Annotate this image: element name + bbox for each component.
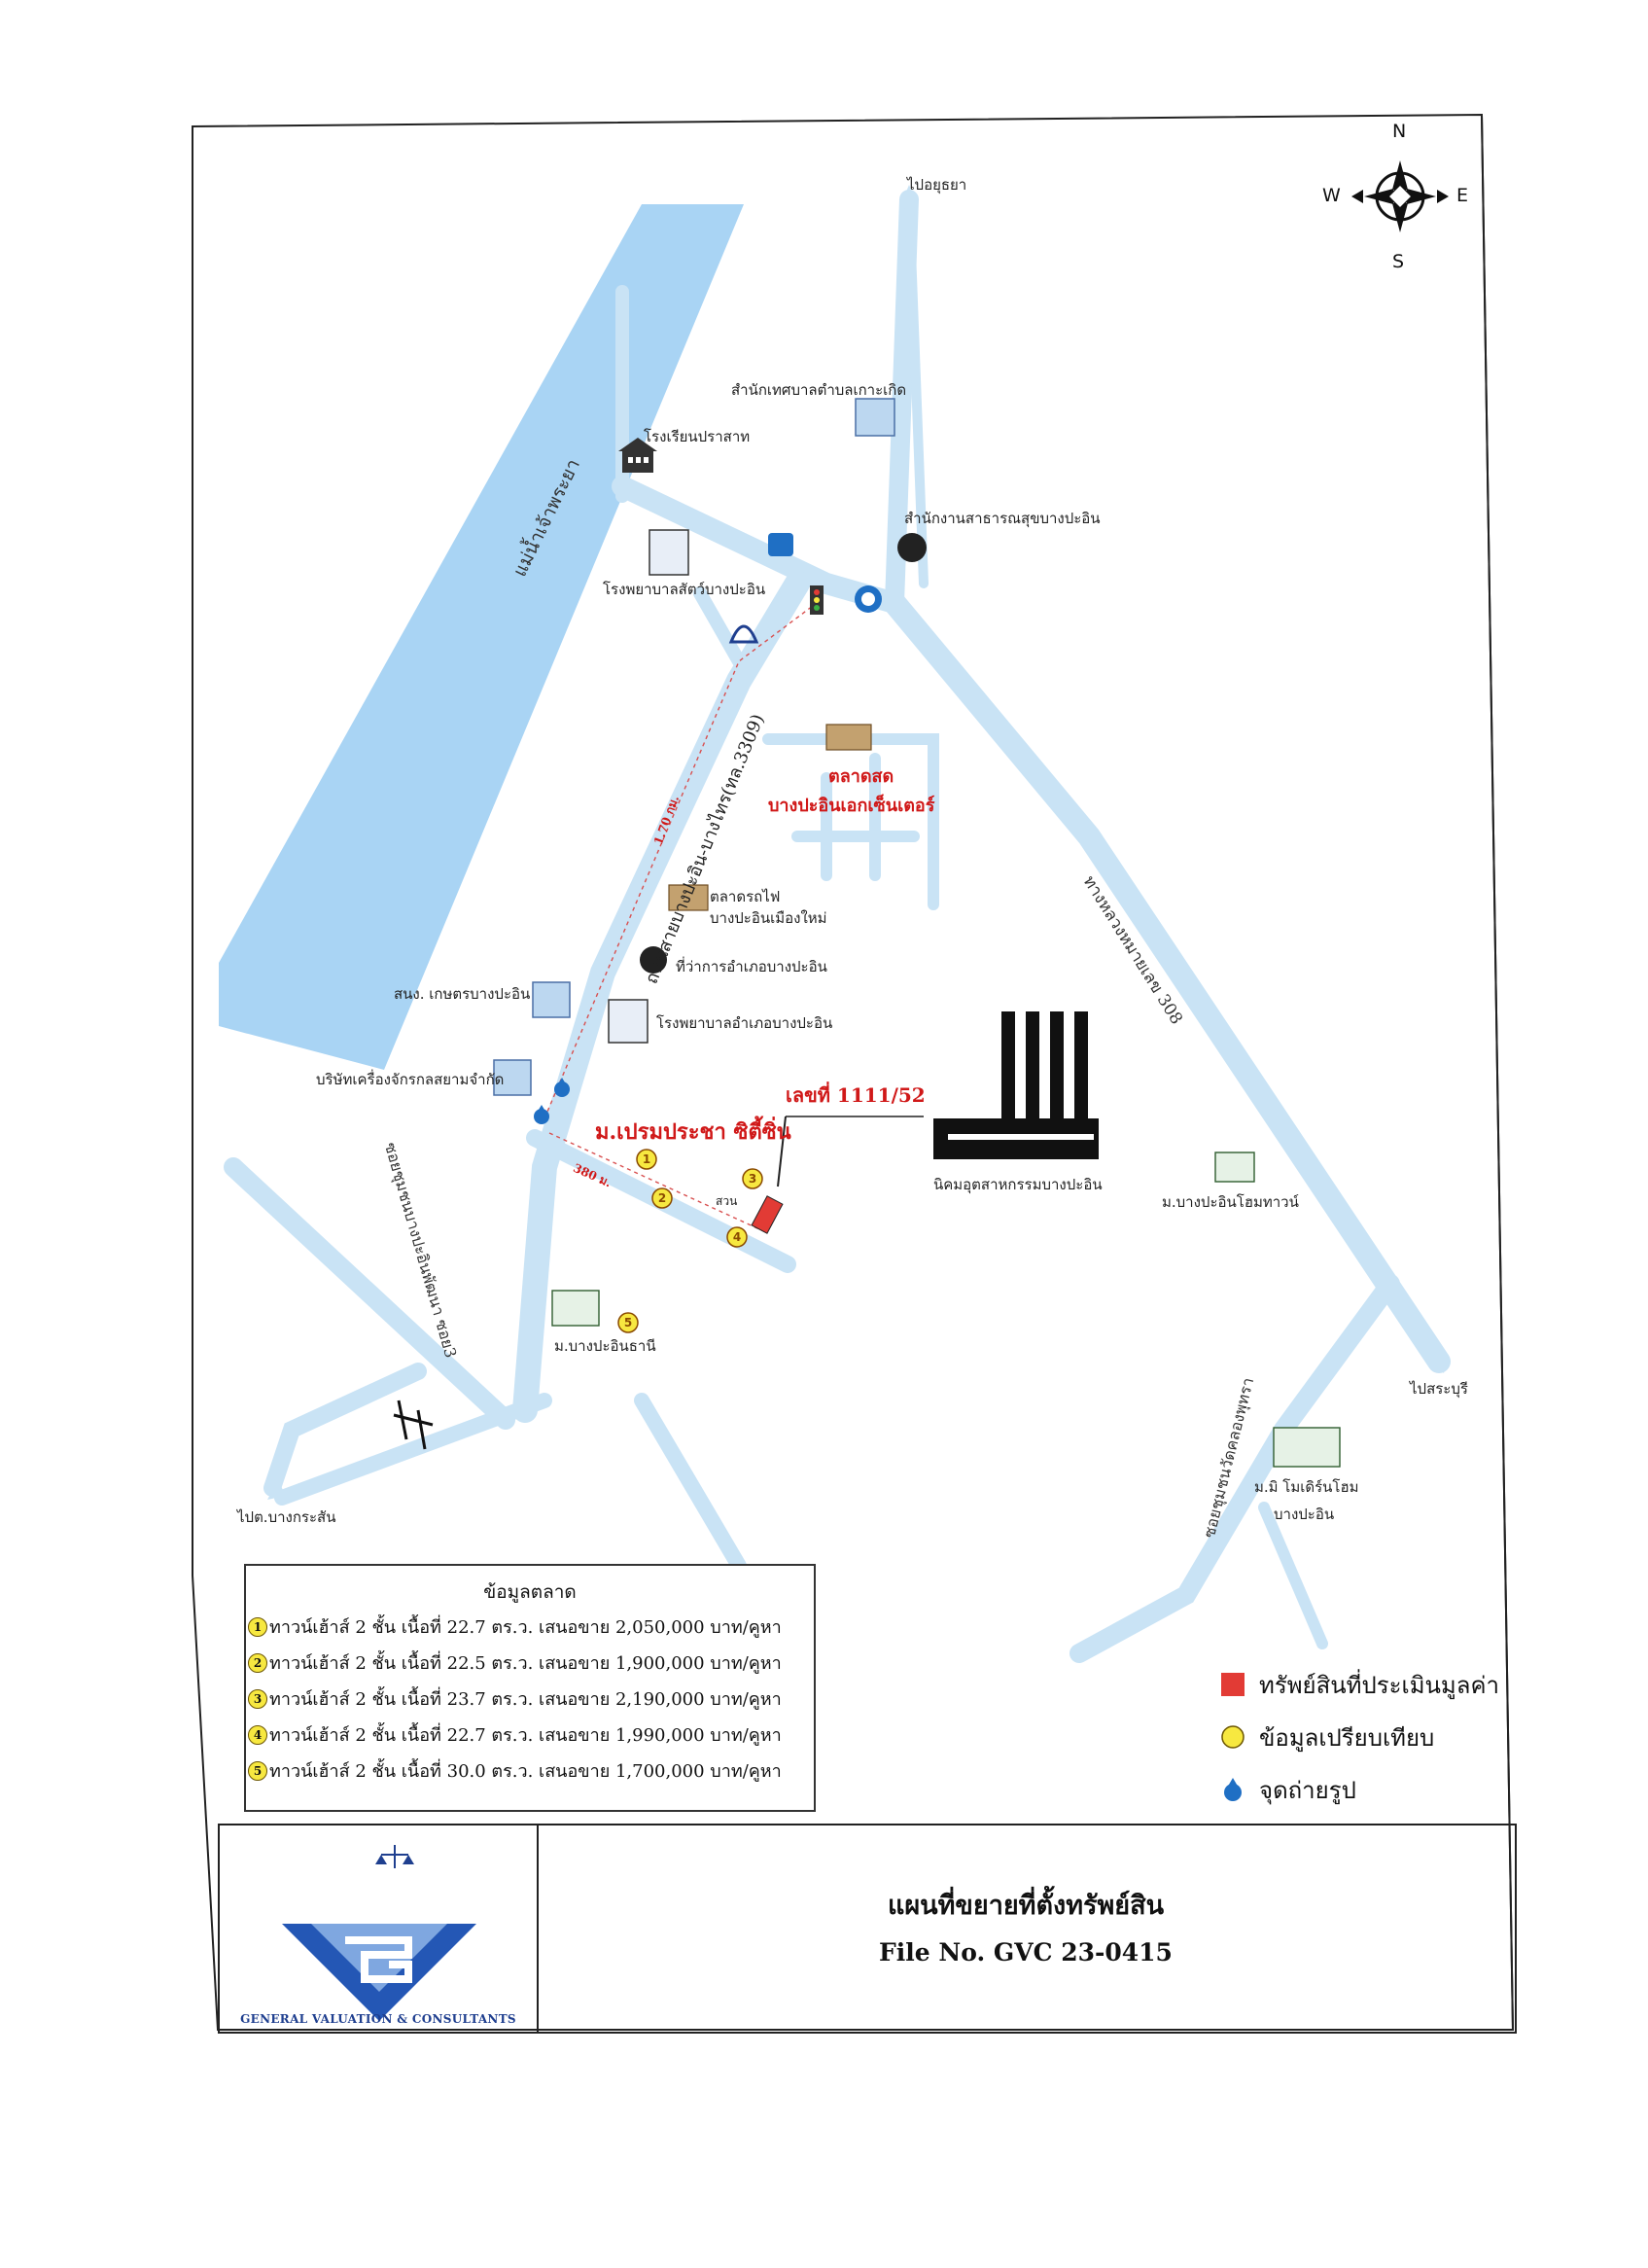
building-icon <box>493 398 895 1096</box>
distance-line-170 <box>543 602 818 1119</box>
compass-icon <box>1351 160 1449 232</box>
arrow-bangkrasan <box>267 1480 286 1500</box>
compass-e: E <box>1456 185 1469 206</box>
label-photo-2: 2 <box>512 1118 519 1131</box>
arrow-ayutthaya <box>902 185 916 201</box>
company-logo: GENERAL VALUATION & CONSULTANTS <box>220 1825 539 2032</box>
photo-pin-icon <box>534 1078 570 1124</box>
label-machinery-company: บริษัทเครื่องจักรกลสยามจำกัด <box>316 1071 505 1088</box>
compass-n: N <box>1392 121 1407 142</box>
label-industrial-estate: นิคมอุตสาหกรรมบางปะอิน <box>933 1176 1103 1193</box>
label-municipal-office: สำนักเทศบาลตำบลเกาะเกิด <box>731 381 907 399</box>
compass-s: S <box>1392 251 1405 272</box>
label-park: สวน <box>716 1194 738 1208</box>
market-icon <box>668 724 872 911</box>
label-train-market-1: ตลาดรถไฟ <box>710 888 781 905</box>
traffic-light-icon <box>810 585 824 615</box>
roads <box>224 190 1451 1663</box>
bridge-symbol <box>393 1400 434 1450</box>
label-to-saraburi: ไปสระบุรี <box>1410 1380 1468 1398</box>
factory-icon <box>933 1011 1099 1159</box>
market-row-text: ทาวน์เฮ้าส์ 2 ชั้น เนื้อที่ 22.7 ตร.ว. เ… <box>269 1617 782 1638</box>
svg-text:5: 5 <box>624 1316 632 1329</box>
distance-line-380 <box>548 1132 769 1234</box>
label-train-market-2: บางปะอินเมืองใหม่ <box>710 909 827 927</box>
market-num-badge: 4 <box>248 1724 267 1745</box>
label-district-hospital: โรงพยาบาลอำเภอบางปะอิน <box>656 1014 833 1032</box>
market-num-badge: 2 <box>248 1652 267 1673</box>
arrow-saraburi <box>1429 1358 1447 1373</box>
market-row-text: ทาวน์เฮ้าส์ 2 ชั้น เนื้อที่ 23.7 ตร.ว. เ… <box>269 1689 782 1710</box>
temple-icon <box>728 624 759 644</box>
label-fresh-market: ตลาดสด <box>828 766 894 787</box>
photo-pin-icon <box>1224 1778 1242 1801</box>
label-district-office: ที่ว่าการอำเภอบางปะอิน <box>676 958 827 975</box>
hospital-icon <box>608 529 689 1044</box>
subject-square-icon <box>1221 1673 1245 1696</box>
label-to-ayutthaya: ไปอยุธยา <box>907 176 967 194</box>
river <box>219 204 744 1070</box>
label-photo-1: 1 <box>533 1091 540 1104</box>
compass-w: W <box>1322 185 1341 206</box>
subject-marker <box>751 1195 784 1234</box>
comparable-circle-icon <box>1221 1725 1245 1749</box>
legend-comparable-label: ข้อมูลเปรียบเทียบ <box>1259 1723 1435 1752</box>
svg-text:4: 4 <box>733 1230 741 1244</box>
school-icon <box>618 438 657 473</box>
legend-photo: จุดถ่ายรูป <box>1220 1763 1512 1816</box>
label-to-bangkrasan: ไปต.บางกระสัน <box>237 1508 336 1526</box>
logo-scales-icon <box>375 1845 414 1868</box>
title-block: GENERAL VALUATION & CONSULTANTS แผนที่ขย… <box>218 1824 1517 2034</box>
label-project-name: ม.เปรมประชา ซิตี้ซิ่น <box>595 1119 791 1145</box>
market-num-badge: 3 <box>248 1688 267 1709</box>
label-agri-office: สนง. เกษตรบางปะอิน <box>394 985 531 1003</box>
market-row-text: ทาวน์เฮ้าส์ 2 ชั้น เนื้อที่ 30.0 ตร.ว. เ… <box>269 1761 782 1782</box>
subject-pointer <box>777 1116 787 1187</box>
bank-icon <box>768 533 882 613</box>
legend-subject: ทรัพย์สินที่ประเมินมูลค่า <box>1220 1658 1512 1711</box>
file-number: File No. GVC 23-0415 <box>879 1938 1173 1967</box>
label-house-number: เลขที่ 1111/52 <box>786 1083 926 1107</box>
market-row-text: ทาวน์เฮ้าส์ 2 ชั้น เนื้อที่ 22.5 ตร.ว. เ… <box>269 1653 782 1674</box>
label-animal-hospital: โรงพยาบาลสัตว์บางปะอิน <box>603 581 766 598</box>
svg-text:3: 3 <box>749 1172 756 1186</box>
legend-photo-label: จุดถ่ายรูป <box>1259 1776 1356 1804</box>
label-bangpain-town: ม.บางปะอินโฮมทาวน์ <box>1162 1193 1299 1211</box>
label-bangpain-thani: ม.บางปะอินธานี <box>554 1337 656 1355</box>
label-district-health: สำนักงานสาธารณสุขบางปะอิน <box>904 510 1101 527</box>
label-fresh-market-2: บางปะอินเอกเซ็นเตอร์ <box>768 796 935 816</box>
map-title: แผนที่ขยายที่ตั้งทรัพย์สิน <box>887 1891 1165 1921</box>
svg-text:1: 1 <box>643 1152 650 1166</box>
legend-comparable: ข้อมูลเปรียบเทียบ <box>1220 1711 1512 1763</box>
house-icon <box>551 1152 1341 1468</box>
label-modern-home: ม.มิ โมเดิร์นโฮม <box>1254 1478 1359 1496</box>
comparable-markers <box>617 1149 763 1333</box>
market-num-badge: 1 <box>248 1616 267 1637</box>
label-modern-home-2: บางปะอิน <box>1274 1506 1335 1523</box>
market-row-text: ทาวน์เฮ้าส์ 2 ชั้น เนื้อที่ 22.7 ตร.ว. เ… <box>269 1725 782 1746</box>
svg-text:2: 2 <box>658 1191 666 1205</box>
legend-subject-label: ทรัพย์สินที่ประเมินมูลค่า <box>1259 1671 1499 1699</box>
market-title: ข้อมูลตลาด <box>483 1581 577 1603</box>
label-school: โรงเรียนปราสาท <box>644 428 751 445</box>
logo-mark-icon <box>282 1924 476 2021</box>
map-legend: ทรัพย์สินที่ประเมินมูลค่า ข้อมูลเปรียบเท… <box>1220 1658 1512 1816</box>
company-name: GENERAL VALUATION & CONSULTANTS <box>240 2012 516 2026</box>
government-emblem-icon <box>640 533 927 974</box>
market-num-badge: 5 <box>248 1760 267 1781</box>
